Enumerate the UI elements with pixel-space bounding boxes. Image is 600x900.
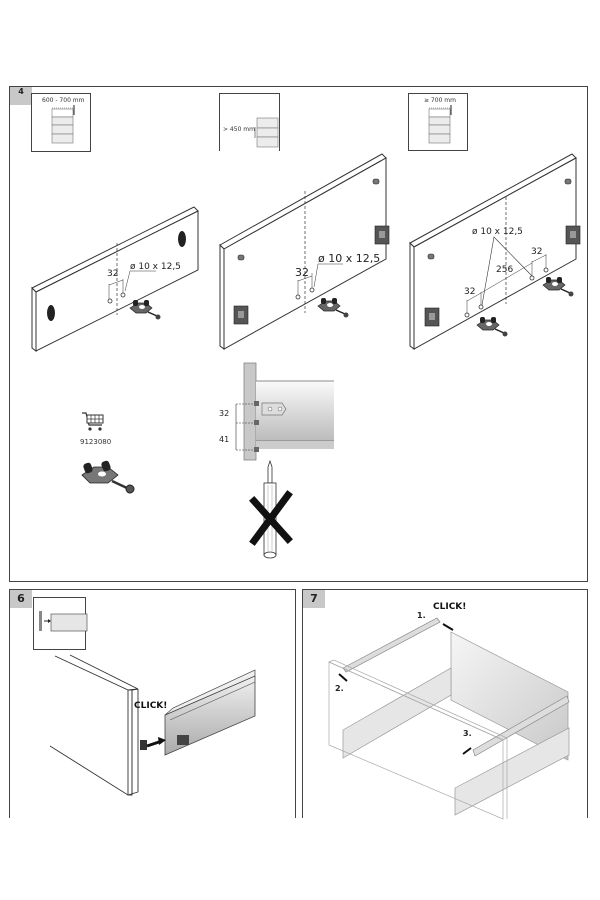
inset-label: > 450 mm — [223, 126, 255, 133]
fitting-icon — [542, 277, 574, 297]
spacing-label: 32 — [107, 269, 118, 279]
hole-spec-label: ø 10 x 12,5 — [130, 262, 181, 272]
step-number: 6 — [17, 592, 25, 605]
front-bracket-icon — [424, 307, 440, 327]
side-mount-detail: 32 41 — [219, 362, 334, 559]
inset-label: 600 - 700 mm — [42, 97, 85, 104]
dowel-icon — [237, 254, 245, 261]
step-number: 4 — [18, 87, 24, 96]
drawer-stack-icon — [254, 117, 279, 148]
center-distance-label: 256 — [496, 265, 513, 275]
dowel-icon — [372, 178, 380, 185]
front-bracket-icon — [233, 305, 249, 325]
front-bracket-icon — [565, 225, 581, 245]
spacing-left-label: 32 — [464, 287, 475, 297]
step-1-label: 1. — [417, 611, 426, 620]
dowel-icon — [427, 253, 435, 260]
fitting-icon — [476, 317, 508, 337]
drawer-front-figure-2: 32 ø 10 x 12,5 — [219, 153, 390, 350]
click-callout: CLICK! — [134, 701, 167, 711]
front-bracket-icon — [374, 225, 390, 245]
inset-label: ≥ 700 mm — [424, 97, 456, 104]
step-badge-7: 7 — [303, 590, 325, 608]
front-bracket-icon — [178, 231, 186, 247]
step-7-panel: 7 CLICK! 1. 2. 3. — [302, 589, 588, 820]
front-attach-icon — [39, 611, 88, 632]
main-panel: 4 600 - 700 mm > 450 mm ≥ 700 mm — [9, 86, 588, 582]
cross-icon — [249, 490, 293, 546]
shopping-cart-icon — [82, 412, 104, 431]
drawer-front-with-side-figure: CLICK! — [49, 654, 256, 796]
fitting-part-icon — [81, 460, 135, 494]
step-badge-main: 4 — [10, 87, 32, 105]
click-callout: CLICK! — [433, 602, 466, 612]
drawer-stack-icon — [428, 105, 452, 144]
step-2-label: 2. — [335, 684, 344, 693]
inset-front-attach — [33, 597, 88, 650]
inset-height-450: > 450 mm — [219, 93, 280, 151]
step-badge-6: 6 — [10, 590, 32, 608]
step-3-label: 3. — [463, 729, 472, 738]
fitting-icon — [317, 298, 349, 318]
step-number: 7 — [310, 592, 318, 605]
step-6-panel: 6 CLICK! — [9, 589, 296, 818]
front-bracket-icon — [47, 305, 55, 321]
drawer-assembly-figure: CLICK! 1. 2. 3. — [328, 602, 570, 820]
inset-width-600-700: 600 - 700 mm — [31, 93, 91, 152]
article-number: 9123080 — [80, 438, 112, 446]
spacing-right-label: 32 — [531, 247, 542, 257]
dowel-icon — [564, 178, 572, 185]
inset-width-700: ≥ 700 mm — [408, 93, 468, 151]
spacing-label: 32 — [295, 266, 309, 279]
fitting-icon — [129, 300, 161, 320]
hole-spec-label: ø 10 x 12,5 — [318, 252, 380, 265]
dim-lower-label: 41 — [219, 435, 229, 444]
drawer-stack-icon — [51, 105, 75, 144]
drawer-front-figure-3: ø 10 x 12,5 256 32 32 — [409, 153, 581, 350]
drawer-front-figure-1: 32 ø 10 x 12,5 — [31, 206, 199, 352]
dim-upper-label: 32 — [219, 409, 229, 418]
hole-spec-label: ø 10 x 12,5 — [472, 227, 523, 237]
